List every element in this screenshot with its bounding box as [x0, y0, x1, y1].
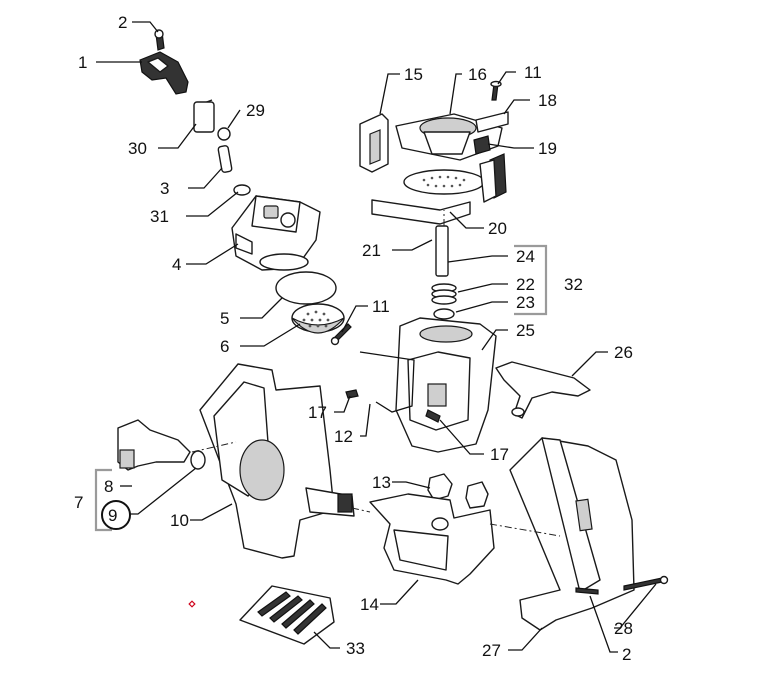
callout-1: 1 — [78, 53, 87, 72]
callout-13: 13 — [372, 473, 391, 492]
group-bracket-7 — [94, 468, 112, 532]
part-12-wire-clip — [359, 351, 415, 413]
part-2-screw-bottom — [575, 587, 599, 595]
part-11-screw-top — [490, 80, 502, 101]
callout-4: 4 — [172, 255, 181, 274]
part-22-spring — [431, 283, 457, 305]
callout-23: 23 — [516, 293, 535, 312]
callout-6: 6 — [220, 337, 229, 356]
part-8-nozzle — [117, 419, 191, 471]
group-bracket-32 — [514, 244, 548, 316]
callout-9: 9 — [108, 506, 117, 525]
callout-14: 14 — [360, 595, 379, 614]
part-26-lever — [495, 361, 591, 419]
callout-21: 21 — [362, 241, 381, 260]
callout-2-bottom: 2 — [622, 645, 631, 664]
part-6-filter-screen — [291, 303, 345, 334]
assembly-axis-center — [351, 507, 561, 537]
part-16-funnel-head — [395, 111, 509, 161]
callout-16: 16 — [468, 65, 487, 84]
callout-12: 12 — [334, 427, 353, 446]
callout-18: 18 — [538, 91, 557, 110]
part-15-side-plate — [359, 113, 389, 173]
callout-25: 25 — [516, 321, 535, 340]
part-17-pin-right — [425, 409, 441, 423]
part-9-o-ring — [190, 450, 206, 470]
part-5-large-o-ring — [275, 271, 337, 305]
callout-27: 27 — [482, 641, 501, 660]
part-2-screw-top — [154, 29, 165, 51]
callout-3: 3 — [160, 179, 169, 198]
callout-26: 26 — [614, 343, 633, 362]
part-14-bottom-bracket — [369, 493, 495, 585]
callout-15: 15 — [404, 65, 423, 84]
highlight-ring-part-9 — [101, 500, 131, 530]
callout-22: 22 — [516, 275, 535, 294]
callout-33: 33 — [346, 639, 365, 658]
part-4-valve-block — [231, 195, 321, 271]
callout-8: 8 — [104, 477, 113, 496]
callout-28: 28 — [614, 619, 633, 638]
callout-10: 10 — [170, 511, 189, 530]
callout-17-left: 17 — [308, 403, 327, 422]
leader-lines — [96, 21, 657, 653]
callout-2-top: 2 — [118, 13, 127, 32]
part-3-pin — [217, 145, 233, 173]
part-27-right-frame — [509, 437, 635, 631]
callout-30: 30 — [128, 139, 147, 158]
callout-32: 32 — [564, 275, 583, 294]
callout-29: 29 — [246, 101, 265, 120]
part-24-piston-rod — [435, 225, 449, 277]
highlight-marker — [188, 600, 196, 608]
callout-5: 5 — [220, 309, 229, 328]
part-33-drip-grate — [239, 585, 335, 645]
part-29-ball — [217, 127, 231, 141]
callout-19: 19 — [538, 139, 557, 158]
part-11-screw-mid — [330, 323, 352, 346]
callout-20: 20 — [488, 219, 507, 238]
part-13-nuts — [427, 473, 489, 509]
part-10-left-frame — [199, 363, 355, 559]
part-19-small-spring — [473, 135, 491, 155]
callout-11-mid: 11 — [372, 297, 390, 316]
callout-17-right: 17 — [490, 445, 509, 464]
callout-24: 24 — [516, 247, 535, 266]
part-17-pin-left — [345, 389, 359, 399]
part-1-connector — [139, 51, 189, 95]
callout-7: 7 — [74, 493, 83, 512]
part-30-spring — [193, 99, 215, 133]
part-28-long-screw — [623, 575, 669, 591]
callout-31: 31 — [150, 207, 169, 226]
callout-11-top: 11 — [524, 63, 542, 82]
part-20-filter-tray — [371, 153, 507, 225]
callout-labels: 2 1 29 30 3 31 4 5 6 11 15 16 11 18 19 2… — [74, 13, 633, 664]
part-25-brew-chamber — [395, 317, 497, 453]
part-23-seal — [433, 308, 455, 320]
